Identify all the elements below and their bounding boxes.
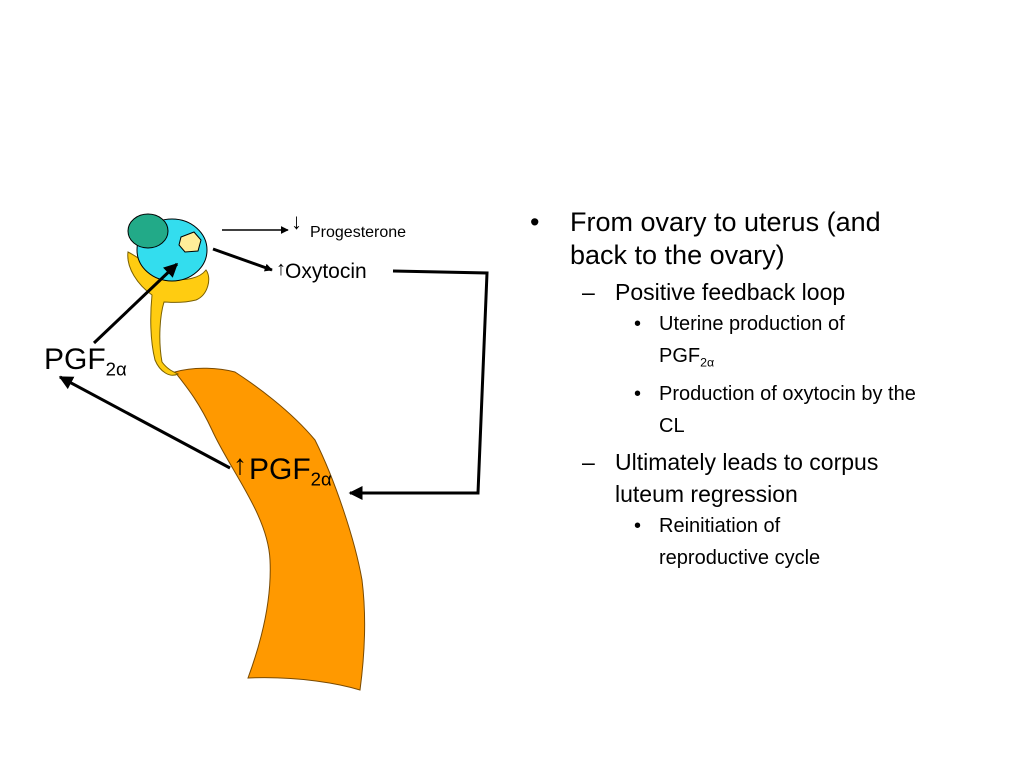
bullet-level3: • Reinitiation of reproductive cycle <box>530 510 1010 574</box>
bullet-text-main: Uterine production of <box>659 313 845 335</box>
pgf-uterus-subscript: 2α <box>310 468 332 490</box>
bullet-text: Uterine production of PGF2α <box>659 308 845 378</box>
bullet-pgf-subscript: 2α <box>700 355 715 370</box>
bullet-text: From ovary to uterus (and back to the ov… <box>570 207 881 270</box>
corpus-luteum-shape <box>127 213 169 249</box>
bullet-marker: – <box>582 449 595 476</box>
bullet-level2: – Positive feedback loop <box>530 276 1010 308</box>
bullet-text: Production of oxytocin by the CL <box>659 383 916 438</box>
bullet-marker: – <box>582 279 595 305</box>
feedback-loop-arrow <box>348 269 489 500</box>
arrow-pgf-to-ovary <box>92 262 179 345</box>
progesterone-down-arrow: ↓ <box>291 209 302 234</box>
bullet-list: • From ovary to uterus (and back to the … <box>530 206 1010 574</box>
pgf-uterus-label: PGF2α <box>249 455 332 489</box>
bullet-marker: • <box>530 207 540 237</box>
bullet-level1: • From ovary to uterus (and back to the … <box>530 206 1010 272</box>
oxytocin-up-arrow: ↑ <box>276 258 286 280</box>
progesterone-label: Progesterone <box>310 224 407 241</box>
arrow-uterus-to-pgf <box>58 375 231 470</box>
arrow-to-oxytocin <box>212 247 273 272</box>
pgf-uterus-up-arrow: ↑ <box>233 449 247 480</box>
oviduct-shape <box>127 251 210 376</box>
bullet-level3: • Uterine production of PGF2α <box>530 308 1010 378</box>
bullet-text: Reinitiation of reproductive cycle <box>659 515 821 570</box>
bullet-text: Ultimately leads to corpus luteum regres… <box>615 449 879 508</box>
pgf-left-label: PGF2α <box>44 345 127 379</box>
oxytocin-label: Oxytocin <box>285 260 367 283</box>
bullet-pgf-base: PGF <box>659 345 701 367</box>
pgf-uterus-base: PGF <box>249 453 311 486</box>
uterus-shape <box>174 367 366 691</box>
bullet-marker: • <box>634 313 642 335</box>
pgf-left-base: PGF <box>44 343 106 376</box>
pgf-left-subscript: 2α <box>105 358 127 380</box>
bullet-text: Positive feedback loop <box>615 279 846 305</box>
bullet-level3: • Production of oxytocin by the CL <box>530 378 1010 442</box>
bullet-marker: • <box>634 515 642 538</box>
follicle-shape <box>178 231 202 253</box>
bullet-marker: • <box>634 383 642 406</box>
bullet-level2: – Ultimately leads to corpus luteum regr… <box>530 446 1010 510</box>
